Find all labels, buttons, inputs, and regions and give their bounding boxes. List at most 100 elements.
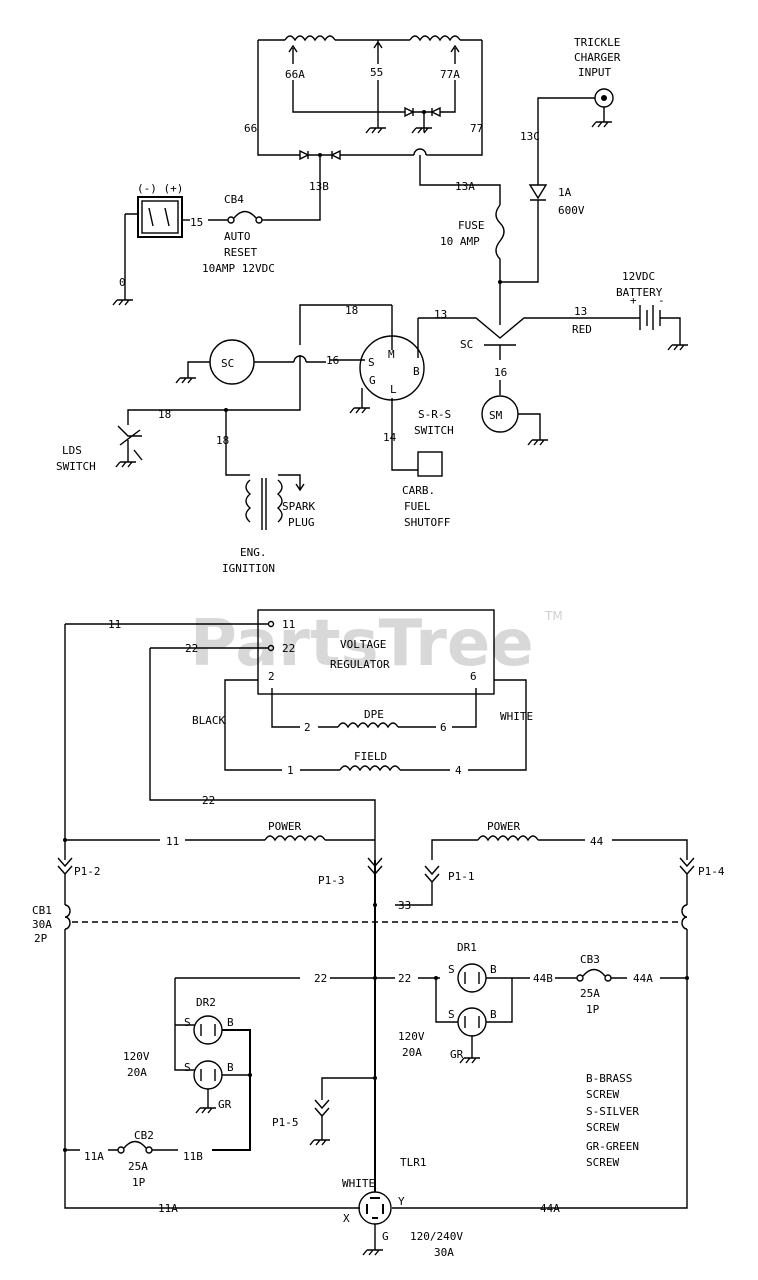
wire-22-b: 22 (202, 794, 215, 807)
vr-label-2: REGULATOR (330, 658, 390, 671)
dr1-b2: B (490, 1008, 497, 1021)
wire-77: 77 (470, 122, 483, 135)
srs-key-switch (299, 304, 443, 477)
dr1-amps: 20A (402, 1046, 422, 1059)
tlr1-volts: 120/240V (410, 1230, 463, 1243)
wire-33: 33 (398, 899, 411, 912)
srs-label-2: SWITCH (414, 424, 454, 437)
white-label: WHITE (500, 710, 533, 723)
power-windings (57, 835, 695, 907)
wire-44: 44 (590, 835, 604, 848)
diode-rating-1: 1A (558, 186, 572, 199)
srs-label-1: S-R-S (418, 408, 451, 421)
cb1-poles: 2P (34, 932, 48, 945)
wire-44b: 44B (533, 972, 553, 985)
dr2-ground: GR (218, 1098, 232, 1111)
p1-1-label: P1-1 (448, 870, 475, 883)
legend-5: GR-GREEN (586, 1140, 639, 1153)
wire-22-c: 22 (314, 972, 327, 985)
wire-77a: 77A (440, 68, 460, 81)
wire-18-down: 18 (216, 434, 229, 447)
p1-4-label: P1-4 (698, 865, 725, 878)
cb2-poles: 1P (132, 1176, 146, 1189)
wire-22: 22 (185, 642, 198, 655)
pin-b: B (413, 365, 420, 378)
legend-2: SCREW (586, 1088, 619, 1101)
tlr1-y: Y (398, 1195, 405, 1208)
dr1-b1: B (490, 963, 497, 976)
legend-4: SCREW (586, 1121, 619, 1134)
wire-11a-b: 11A (158, 1202, 178, 1215)
spark-label-2: PLUG (288, 516, 315, 529)
cb3-label: CB3 (580, 953, 600, 966)
legend-3: S-SILVER (586, 1105, 639, 1118)
battery-label: BATTERY (616, 286, 663, 299)
black-label: BLACK (192, 714, 225, 727)
spark-label-1: SPARK (282, 500, 315, 513)
battery-volts: 12VDC (622, 270, 655, 283)
trickle-charger-jack (537, 88, 614, 185)
cb1-label: CB1 (32, 904, 52, 917)
tlr1-x: X (343, 1212, 350, 1225)
cb2-label: CB2 (134, 1129, 154, 1142)
dpe-6: 6 (440, 721, 447, 734)
wire-44a-b: 44A (540, 1202, 560, 1215)
wire-55: 55 (370, 66, 383, 79)
wire-44a: 44A (633, 972, 653, 985)
wire-13c: 13C (520, 130, 540, 143)
wire-red: RED (572, 323, 592, 336)
dpe-2: 2 (304, 721, 311, 734)
dr2-s2: S (184, 1061, 191, 1074)
trickle-label-3: INPUT (578, 66, 611, 79)
wire-13b: 13B (309, 180, 329, 193)
starter-solenoid (428, 317, 610, 446)
diode-1a (500, 184, 548, 283)
carb-label-2: FUEL (404, 500, 431, 513)
fuse (495, 204, 505, 325)
dr2-b1: B (227, 1016, 234, 1029)
dr2-amps: 20A (127, 1066, 147, 1079)
twist-lock-receptacle (358, 1191, 392, 1256)
watermark-tm: TM (544, 609, 563, 623)
p1-5-label: P1-5 (272, 1116, 299, 1129)
tlr1-amps: 30A (434, 1246, 454, 1259)
cb4-rating: 10AMP 12VDC (202, 262, 275, 275)
legend-6: SCREW (586, 1156, 619, 1169)
wire-15: 15 (190, 216, 203, 229)
p1-2-label: P1-2 (74, 865, 101, 878)
wire-22-d: 22 (398, 972, 411, 985)
tlr1-white: WHITE (342, 1177, 375, 1190)
wire-16-sm: 16 (494, 366, 507, 379)
carb-label-3: SHUTOFF (404, 516, 450, 529)
dr1-ground: GR (450, 1048, 464, 1061)
ignition-label-2: IGNITION (222, 562, 275, 575)
tlr1-label: TLR1 (400, 1156, 427, 1169)
lds-label-2: SWITCH (56, 460, 96, 473)
cb2-rating: 25A (128, 1160, 148, 1173)
dc-outlet (112, 196, 190, 306)
dr2-volts: 120V (123, 1050, 150, 1063)
battery: + - (610, 294, 688, 351)
sc-component (175, 339, 326, 385)
power-label-1: POWER (268, 820, 301, 833)
field-1: 1 (287, 764, 294, 777)
pin-m: M (388, 348, 395, 361)
solenoid-label: SC (460, 338, 473, 351)
dr1-s1: S (448, 963, 455, 976)
field-label: FIELD (354, 750, 387, 763)
pin-l: L (390, 383, 397, 396)
wire-11-b: 11 (166, 835, 179, 848)
cb3-poles: 1P (586, 1003, 600, 1016)
starter-motor: SM (489, 409, 503, 422)
vr-terminal-6: 6 (470, 670, 477, 683)
vr-terminal-2: 2 (268, 670, 275, 683)
cb4-label: CB4 (224, 193, 244, 206)
wire-14: 14 (383, 431, 397, 444)
trickle-label-1: TRICKLE (574, 36, 620, 49)
fuse-rating: 10 AMP (440, 235, 480, 248)
tlr1-g: G (382, 1230, 389, 1243)
trickle-label-2: CHARGER (574, 51, 621, 64)
dr1-s2: S (448, 1008, 455, 1021)
pin-g: G (369, 374, 376, 387)
vr-terminal-22: 22 (282, 642, 295, 655)
